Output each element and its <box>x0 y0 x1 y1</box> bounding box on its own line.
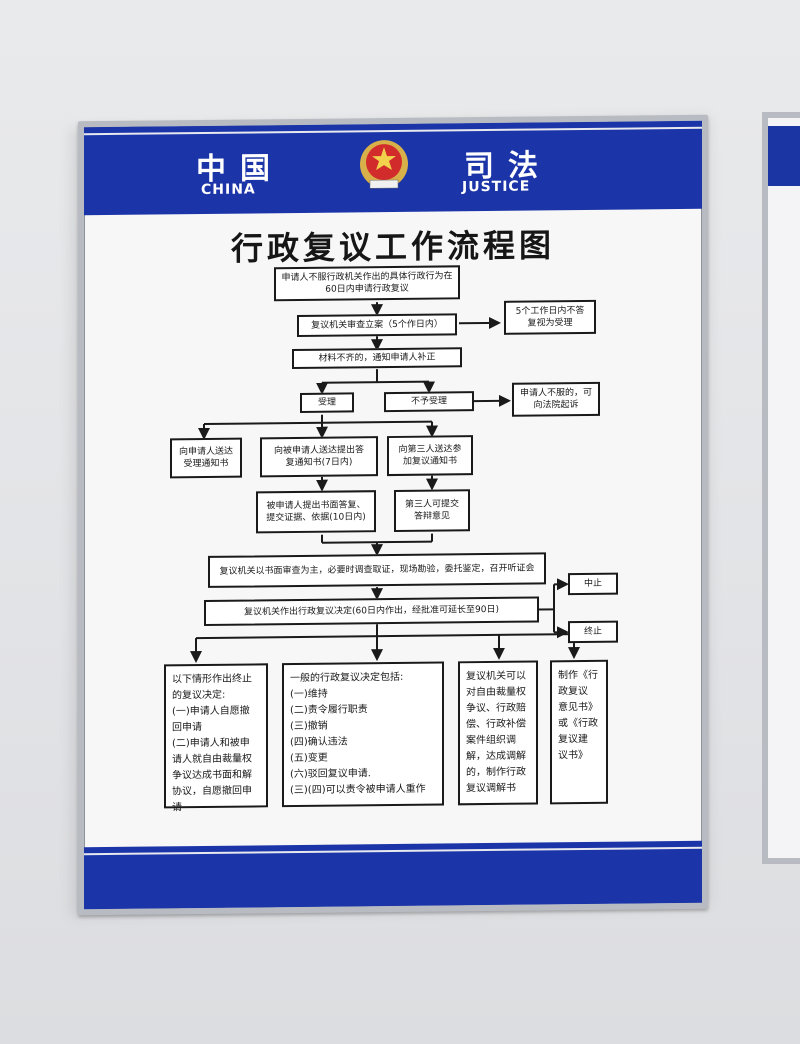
node-notify-applicant: 向申请人送达 受理通知书 <box>170 437 242 479</box>
node-reject: 不予受理 <box>384 391 474 413</box>
node-respondent-reply: 被申请人提出书面答复、 提交证据、依据(10日内) <box>256 490 376 534</box>
node-review: 复议机关审查立案（5个作日内） <box>297 313 457 338</box>
node-accept: 受理 <box>300 392 354 413</box>
flow-arrows <box>190 302 580 664</box>
poster-footer <box>84 840 702 910</box>
node-timeout: 5个工作日内不答 复视为受理 <box>504 299 596 335</box>
poster-header: 中国 CHINA 司法 JUSTICE <box>84 120 702 216</box>
node-terminate: 终止 <box>568 620 618 644</box>
node-opinion-letter: 制作《行 政复议 意见书》 或《行政 复议建 议书》 <box>550 659 608 805</box>
neighbor-poster <box>762 112 800 864</box>
node-decision: 复议机关作出行政复议决定(60日内作出，经批准可延长至90日) <box>204 596 539 626</box>
node-general-decisions: 一般的行政复议决定包括: (一)维持 (二)责令履行职责 (三)撤销 (四)确认… <box>282 661 444 808</box>
justice-emblem-icon <box>360 140 408 189</box>
node-sue: 申请人不服的，可 向法院起诉 <box>512 381 600 417</box>
poster-frame: 中国 CHINA 司法 JUSTICE 行政复议工作流程图 <box>78 114 708 916</box>
node-supplement: 材料不齐的，通知申请人补正 <box>292 347 462 370</box>
node-notify-third: 向第三人送达参 加复议通知书 <box>387 435 473 477</box>
node-apply: 申请人不服行政机关作出的具体行政行为在 60日内申请行政复议 <box>274 265 460 302</box>
node-written-review: 复议机关以书面审查为主，必要时调查取证，现场勘验，委托鉴定，召开听证会 <box>208 552 546 588</box>
node-third-opinion: 第三人可提交 答辩意见 <box>394 489 470 532</box>
node-mediation: 复议机关可以 对自由裁量权 争议、行政赔 偿、行政补偿 案件组织调 解，达成调解… <box>458 660 538 806</box>
node-termination-cases: 以下情形作出终止 的复议决定: (一)申请人自愿撤 回申请 (二)申请人和被申 … <box>164 663 268 813</box>
node-suspend: 中止 <box>568 572 618 596</box>
node-notify-respondent: 向被申请人送达提出答 复通知书(7日内) <box>260 436 378 478</box>
